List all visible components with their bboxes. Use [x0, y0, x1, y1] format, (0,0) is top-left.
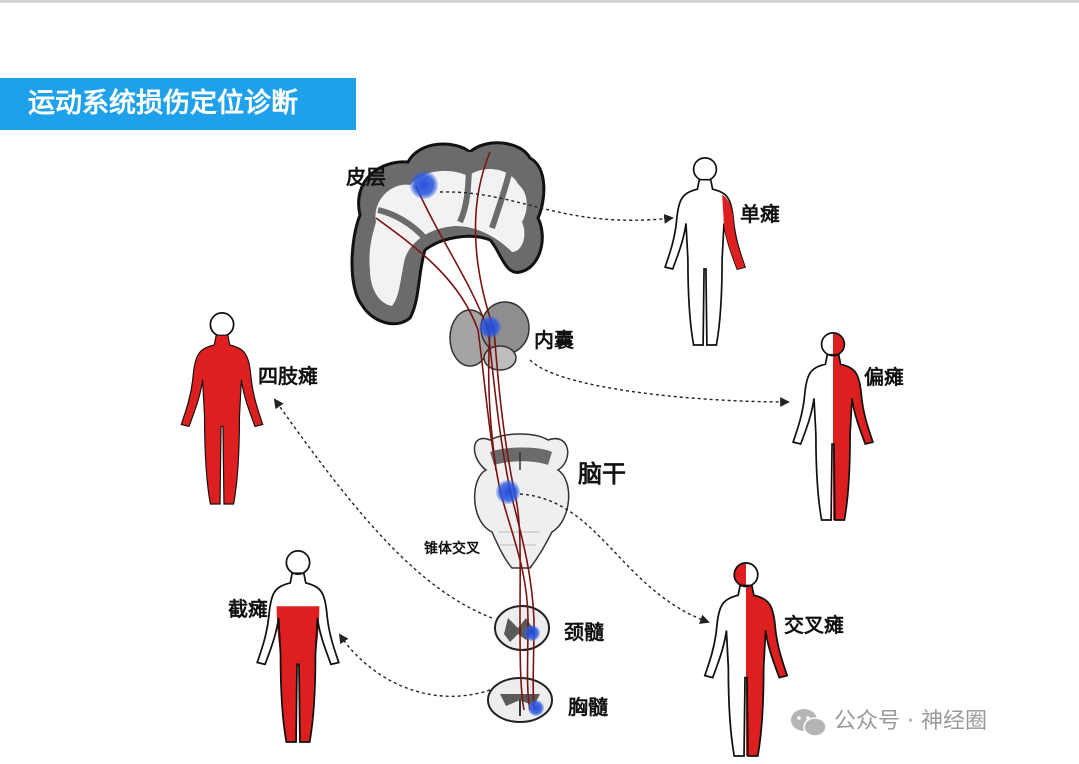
monoplegia-figure [663, 156, 747, 346]
label-hemiplegia: 偏瘫 [864, 365, 904, 389]
lesion-thoracic-cord [528, 700, 544, 716]
cortex-brain-section [350, 141, 546, 326]
watermark: 公众号 · 神经圈 [791, 709, 987, 737]
label-brainstem: 脑干 [577, 460, 626, 488]
lesion-brainstem [496, 480, 520, 504]
lesion-markers [410, 171, 544, 716]
brainstem-section [473, 433, 570, 569]
cervical-cord-section [494, 605, 550, 651]
wechat-icon [791, 709, 827, 737]
page-title: 运动系统损伤定位诊断 [0, 78, 356, 130]
label-pyramidal-decussation: 锥体交叉 [424, 540, 481, 557]
connector-arrows [273, 191, 790, 698]
label-cervical-cord: 颈髓 [564, 620, 605, 644]
paraplegia-figure [256, 550, 340, 743]
label-paraplegia: 截瘫 [228, 597, 268, 621]
label-quadriplegia: 四肢瘫 [258, 364, 318, 388]
quadriplegia-figure [180, 312, 264, 505]
lesion-cervical-cord [524, 625, 540, 641]
label-monoplegia: 单瘫 [740, 202, 780, 226]
label-cortex: 皮层 [346, 165, 386, 189]
crossed-paralysis-figure [703, 562, 789, 757]
label-thoracic-cord: 胸髓 [568, 695, 609, 719]
thoracic-cord-section [487, 677, 553, 723]
watermark-text: 公众号 · 神经圈 [834, 709, 987, 734]
label-crossed-paralysis: 交叉瘫 [784, 613, 844, 637]
label-internal-capsule: 内囊 [534, 328, 574, 352]
top-divider [0, 0, 1079, 3]
hemiplegia-figure [791, 331, 875, 521]
lesion-cortex [410, 171, 438, 199]
lesion-internal-capsule [479, 316, 501, 338]
